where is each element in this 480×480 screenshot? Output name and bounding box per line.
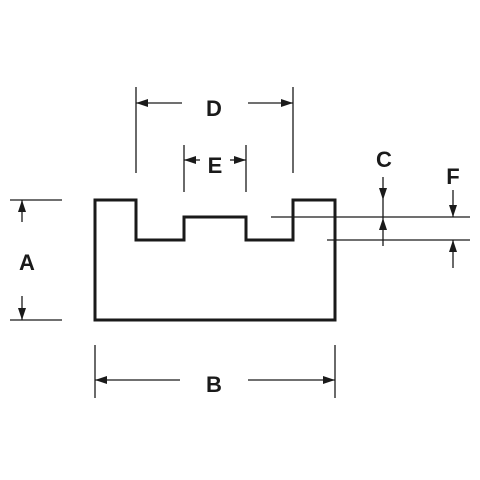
dim-c-arrow-down — [379, 188, 387, 200]
dim-b-label: B — [206, 372, 222, 397]
dimension-c: C — [271, 147, 470, 246]
dim-a-arrow-down — [18, 308, 26, 320]
dim-e-label: E — [208, 153, 223, 178]
dim-c-label: C — [376, 147, 392, 172]
dim-d-arrow-left — [136, 99, 148, 107]
dim-d-label: D — [206, 96, 222, 121]
dim-f-arrow-down — [449, 205, 457, 217]
part-profile — [93, 198, 337, 322]
dimension-d: D — [135, 87, 294, 173]
dim-e-arrow-right — [234, 156, 246, 164]
dim-f-arrow-up — [449, 240, 457, 252]
dimension-e: E — [183, 145, 247, 192]
dim-a-arrow-up — [18, 200, 26, 212]
dim-d-arrow-right — [281, 99, 293, 107]
dimension-b: B — [94, 345, 336, 398]
dim-b-arrow-right — [323, 376, 335, 384]
dim-b-arrow-left — [95, 376, 107, 384]
dim-f-label: F — [446, 164, 459, 189]
dim-e-arrow-left — [184, 156, 196, 164]
dim-a-label: A — [19, 250, 35, 275]
dim-c-arrow-up — [379, 218, 387, 230]
dimension-f: F — [446, 164, 460, 268]
dimension-a: A — [10, 199, 62, 321]
